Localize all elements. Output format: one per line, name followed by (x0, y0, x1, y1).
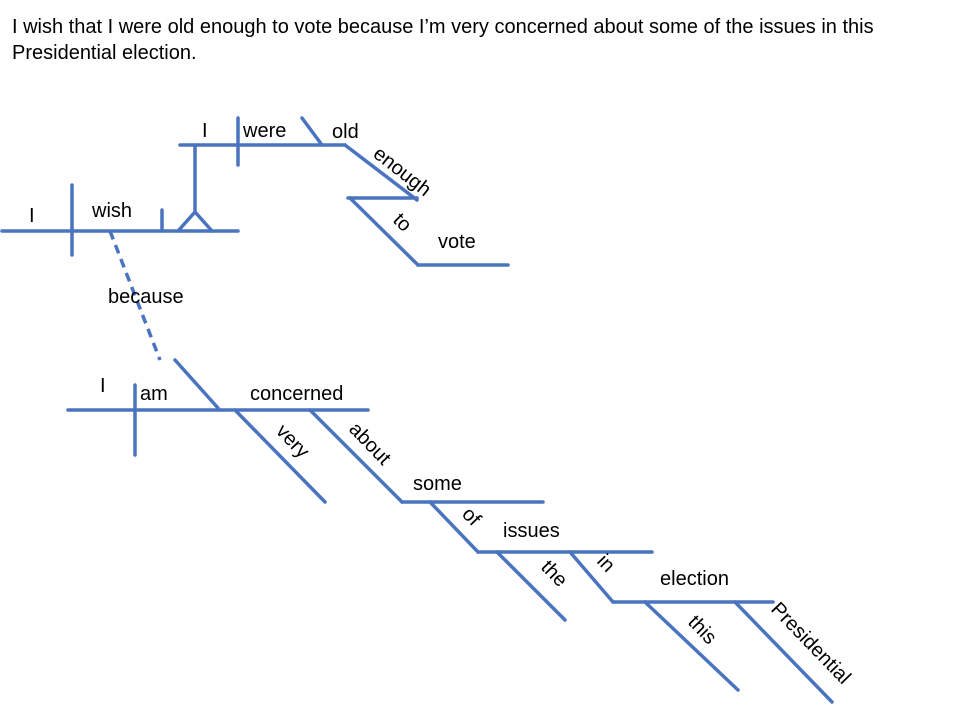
word-about: about (344, 418, 395, 470)
the-slant (495, 550, 567, 622)
this-slant (643, 600, 740, 692)
word-were: were (242, 120, 286, 142)
of-slant (428, 500, 480, 554)
very-slant (233, 408, 327, 504)
sentence-text: I wish that I were old enough to vote be… (12, 16, 874, 64)
word-presidential: Presidential (766, 598, 854, 688)
to-slant (348, 196, 420, 267)
word-very: very (271, 420, 313, 462)
word-old: old (332, 121, 359, 143)
in-slant (568, 550, 615, 604)
pedestal-base (176, 209, 214, 233)
because-connector (108, 230, 162, 361)
word-vote: vote (438, 231, 476, 253)
word-am: am (140, 383, 168, 405)
word-in: in (592, 550, 619, 576)
word-wish: wish (91, 200, 132, 222)
word-to: to (388, 209, 415, 236)
presidential-slant (733, 600, 834, 704)
word-election: election (660, 568, 729, 590)
word-clause-subject: I (202, 120, 208, 142)
word-main-subject: I (29, 205, 35, 227)
word-the: the (536, 556, 571, 591)
about-slant (308, 408, 404, 504)
word-concerned: concerned (250, 383, 343, 405)
word-of: of (457, 503, 485, 531)
word-some: some (413, 473, 462, 495)
word-because: because (108, 286, 184, 308)
complement-slash (173, 358, 220, 410)
enough-slant (343, 143, 419, 202)
clause-complement-slash (300, 116, 324, 147)
word-issues: issues (503, 520, 560, 542)
word-sub-subject: I (100, 375, 106, 397)
